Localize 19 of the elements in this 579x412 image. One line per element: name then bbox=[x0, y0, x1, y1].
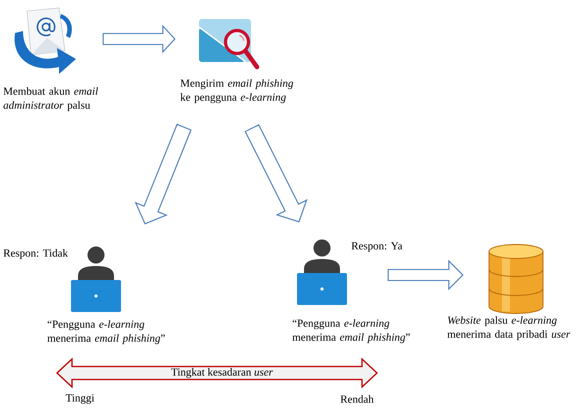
database-icon bbox=[488, 244, 544, 314]
mail-search-icon bbox=[198, 19, 260, 70]
block-arrow bbox=[388, 260, 464, 290]
scale-label: Tingkat kesadaran user bbox=[171, 368, 273, 378]
email-icon bbox=[14, 8, 76, 74]
scale-end-label: Tinggi bbox=[66, 394, 94, 404]
icon-caption: Membuat akun email administrator palsu bbox=[4, 87, 98, 112]
icon-caption: “Pengguna e-learning menerima email phishing” bbox=[292, 319, 410, 344]
icon-caption: Website palsu e-learning menerima data pribadi user bbox=[447, 316, 570, 340]
response-label: Respon: Ya bbox=[352, 242, 402, 252]
response-label: Respon: Tidak bbox=[4, 249, 68, 259]
block-arrow bbox=[134, 124, 192, 225]
person-laptop-icon bbox=[71, 246, 121, 312]
block-arrow bbox=[244, 124, 308, 222]
scale-end-label: Rendah bbox=[340, 395, 374, 403]
block-arrow bbox=[102, 24, 176, 54]
person-laptop-icon bbox=[297, 240, 347, 305]
icon-caption: “Pengguna e-learning menerima email phishing” bbox=[47, 320, 165, 344]
icon-caption: Mengirim email phishing ke pengguna e-learning bbox=[180, 79, 294, 104]
